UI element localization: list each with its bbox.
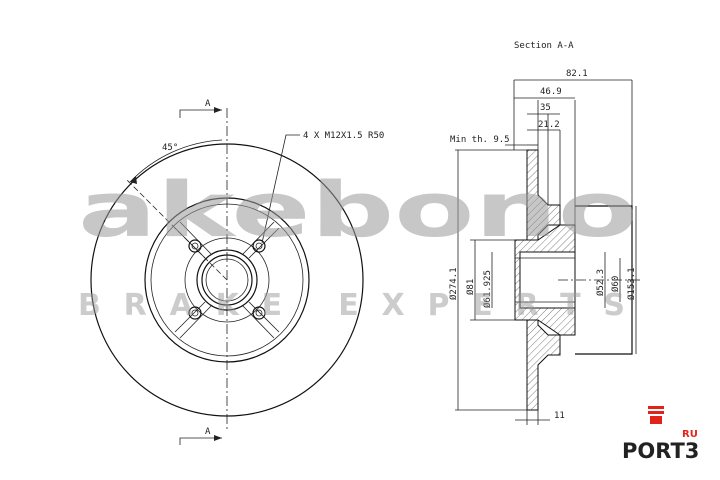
angle-arrow (130, 176, 137, 184)
watermark-tagline: BRAKE EXPERTS (78, 288, 643, 323)
bolt-hole (252, 306, 266, 320)
section-marker-bottom: A (205, 427, 211, 437)
bolt-hole-thread (255, 309, 263, 317)
dim-11: 11 (554, 411, 565, 421)
dim-21-2: 21.2 (538, 120, 560, 130)
section-title: Section A-A (514, 41, 574, 51)
angle-label: 45° (162, 143, 178, 153)
logo-name: PORT3 (622, 439, 699, 463)
bolt-holes (188, 239, 266, 320)
dim-82-1: 82.1 (566, 69, 588, 79)
bolt-hole (188, 306, 202, 320)
bolt-hole-thread (191, 242, 199, 250)
dim-35: 35 (540, 103, 551, 113)
dim-46-9: 46.9 (540, 87, 562, 97)
logo-piston-bar (648, 411, 664, 414)
arrow-head-top (214, 107, 222, 113)
logo-piston-bar (648, 406, 664, 409)
thread-leader (261, 134, 300, 244)
bolt-hole (188, 239, 202, 253)
min-thickness: Min th. 9.5 (450, 135, 510, 145)
arrow-head-bottom (214, 435, 222, 441)
section-view: Section A-A 82.1 46.9 35 21.2 (448, 41, 640, 425)
section-marker-top: A (205, 99, 211, 109)
section-marker-top-line (179, 109, 222, 118)
watermark-brand: akebono (78, 165, 638, 254)
dim-60: Ø60 (610, 276, 621, 292)
bolt-hole (252, 239, 266, 253)
bolt-hole-thread (255, 242, 263, 250)
angle-arc (129, 139, 223, 183)
front-view: A A 45° 4 X M12X1.5 R50 (90, 99, 384, 445)
section-marker-bottom-line (179, 437, 222, 445)
logo-region: RU (682, 429, 698, 440)
port3-logo: RU PORT3 (622, 406, 699, 463)
dim-153-1: Ø153.1 (626, 267, 637, 300)
profile-lower (526, 319, 561, 411)
dim-52-3: Ø52.3 (595, 269, 606, 296)
dim-274-1: Ø274.1 (448, 267, 459, 300)
hub-webs (179, 221, 275, 339)
dim-61-925: Ø61.925 (482, 270, 493, 308)
top-dimensions: 82.1 46.9 35 21.2 Min th. 9.5 (450, 69, 633, 225)
logo-piston-icon (650, 416, 662, 424)
vertical-dimensions: Ø274.1 Ø81 Ø61.925 Ø52.3 Ø60 Ø153.1 (448, 149, 637, 411)
angle-ray (126, 179, 228, 281)
dim-81: Ø81 (465, 279, 476, 295)
thread-note: 4 X M12X1.5 R50 (303, 131, 384, 141)
bolt-hole-thread (191, 309, 199, 317)
